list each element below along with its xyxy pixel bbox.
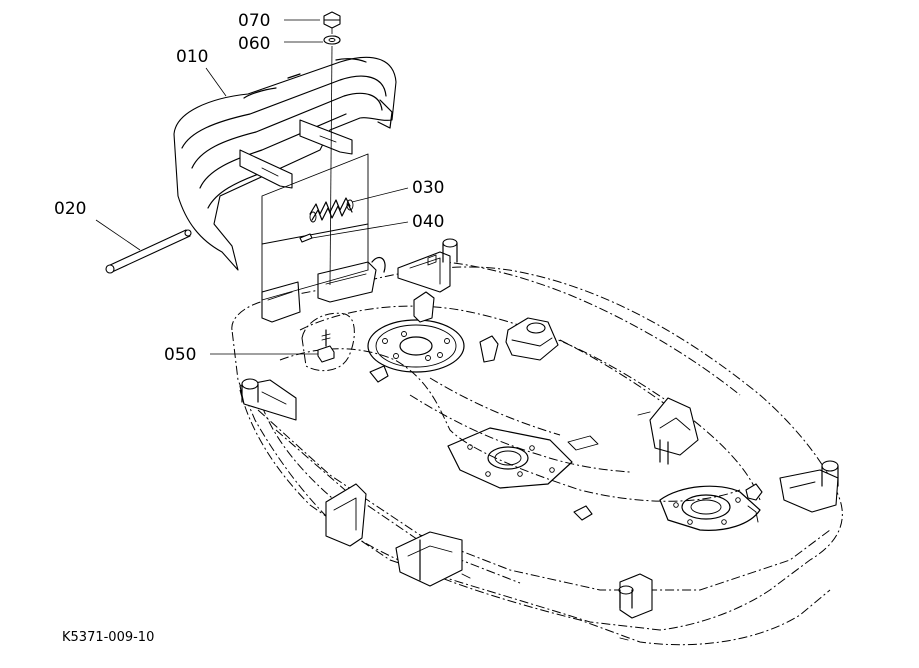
center-spindle-pulley — [367, 319, 465, 373]
detail-box — [261, 153, 369, 301]
pivot-rod-020 — [105, 229, 192, 274]
right-spindle-plate — [659, 485, 761, 531]
rear-right-bracket — [505, 317, 559, 361]
front-arm-bracket — [325, 483, 367, 547]
callout-030: 030 — [412, 178, 444, 198]
mower-deck — [231, 259, 843, 646]
callout-040: 040 — [412, 212, 444, 232]
callout-020: 020 — [54, 199, 86, 219]
deck-hardware — [369, 291, 763, 641]
bolt-050-region — [301, 312, 355, 372]
callout-070: 070 — [238, 11, 270, 31]
axis-line — [329, 45, 333, 286]
rear-left-bracket — [397, 238, 458, 293]
pin-040 — [299, 233, 313, 243]
front-center-bracket — [395, 531, 463, 587]
nut-070 — [323, 11, 341, 29]
callout-050: 050 — [164, 345, 196, 365]
deck-slot — [567, 435, 599, 451]
left-spindle-plate — [447, 427, 573, 489]
spring-030 — [309, 197, 354, 223]
front-right-bracket — [618, 573, 653, 619]
diagram-reference-code: K5371-009-10 — [62, 630, 154, 645]
cover-mounting-plate — [261, 257, 386, 323]
callout-010: 010 — [176, 47, 208, 67]
right-gearbox-bracket — [649, 397, 699, 465]
callout-060: 060 — [238, 34, 270, 54]
leader-lines — [95, 19, 409, 355]
right-front-bracket — [779, 460, 839, 513]
deck-mark — [637, 411, 651, 416]
washer-060 — [323, 35, 341, 45]
discharge-cover-010 — [173, 35, 397, 271]
left-front-bracket — [239, 378, 297, 421]
